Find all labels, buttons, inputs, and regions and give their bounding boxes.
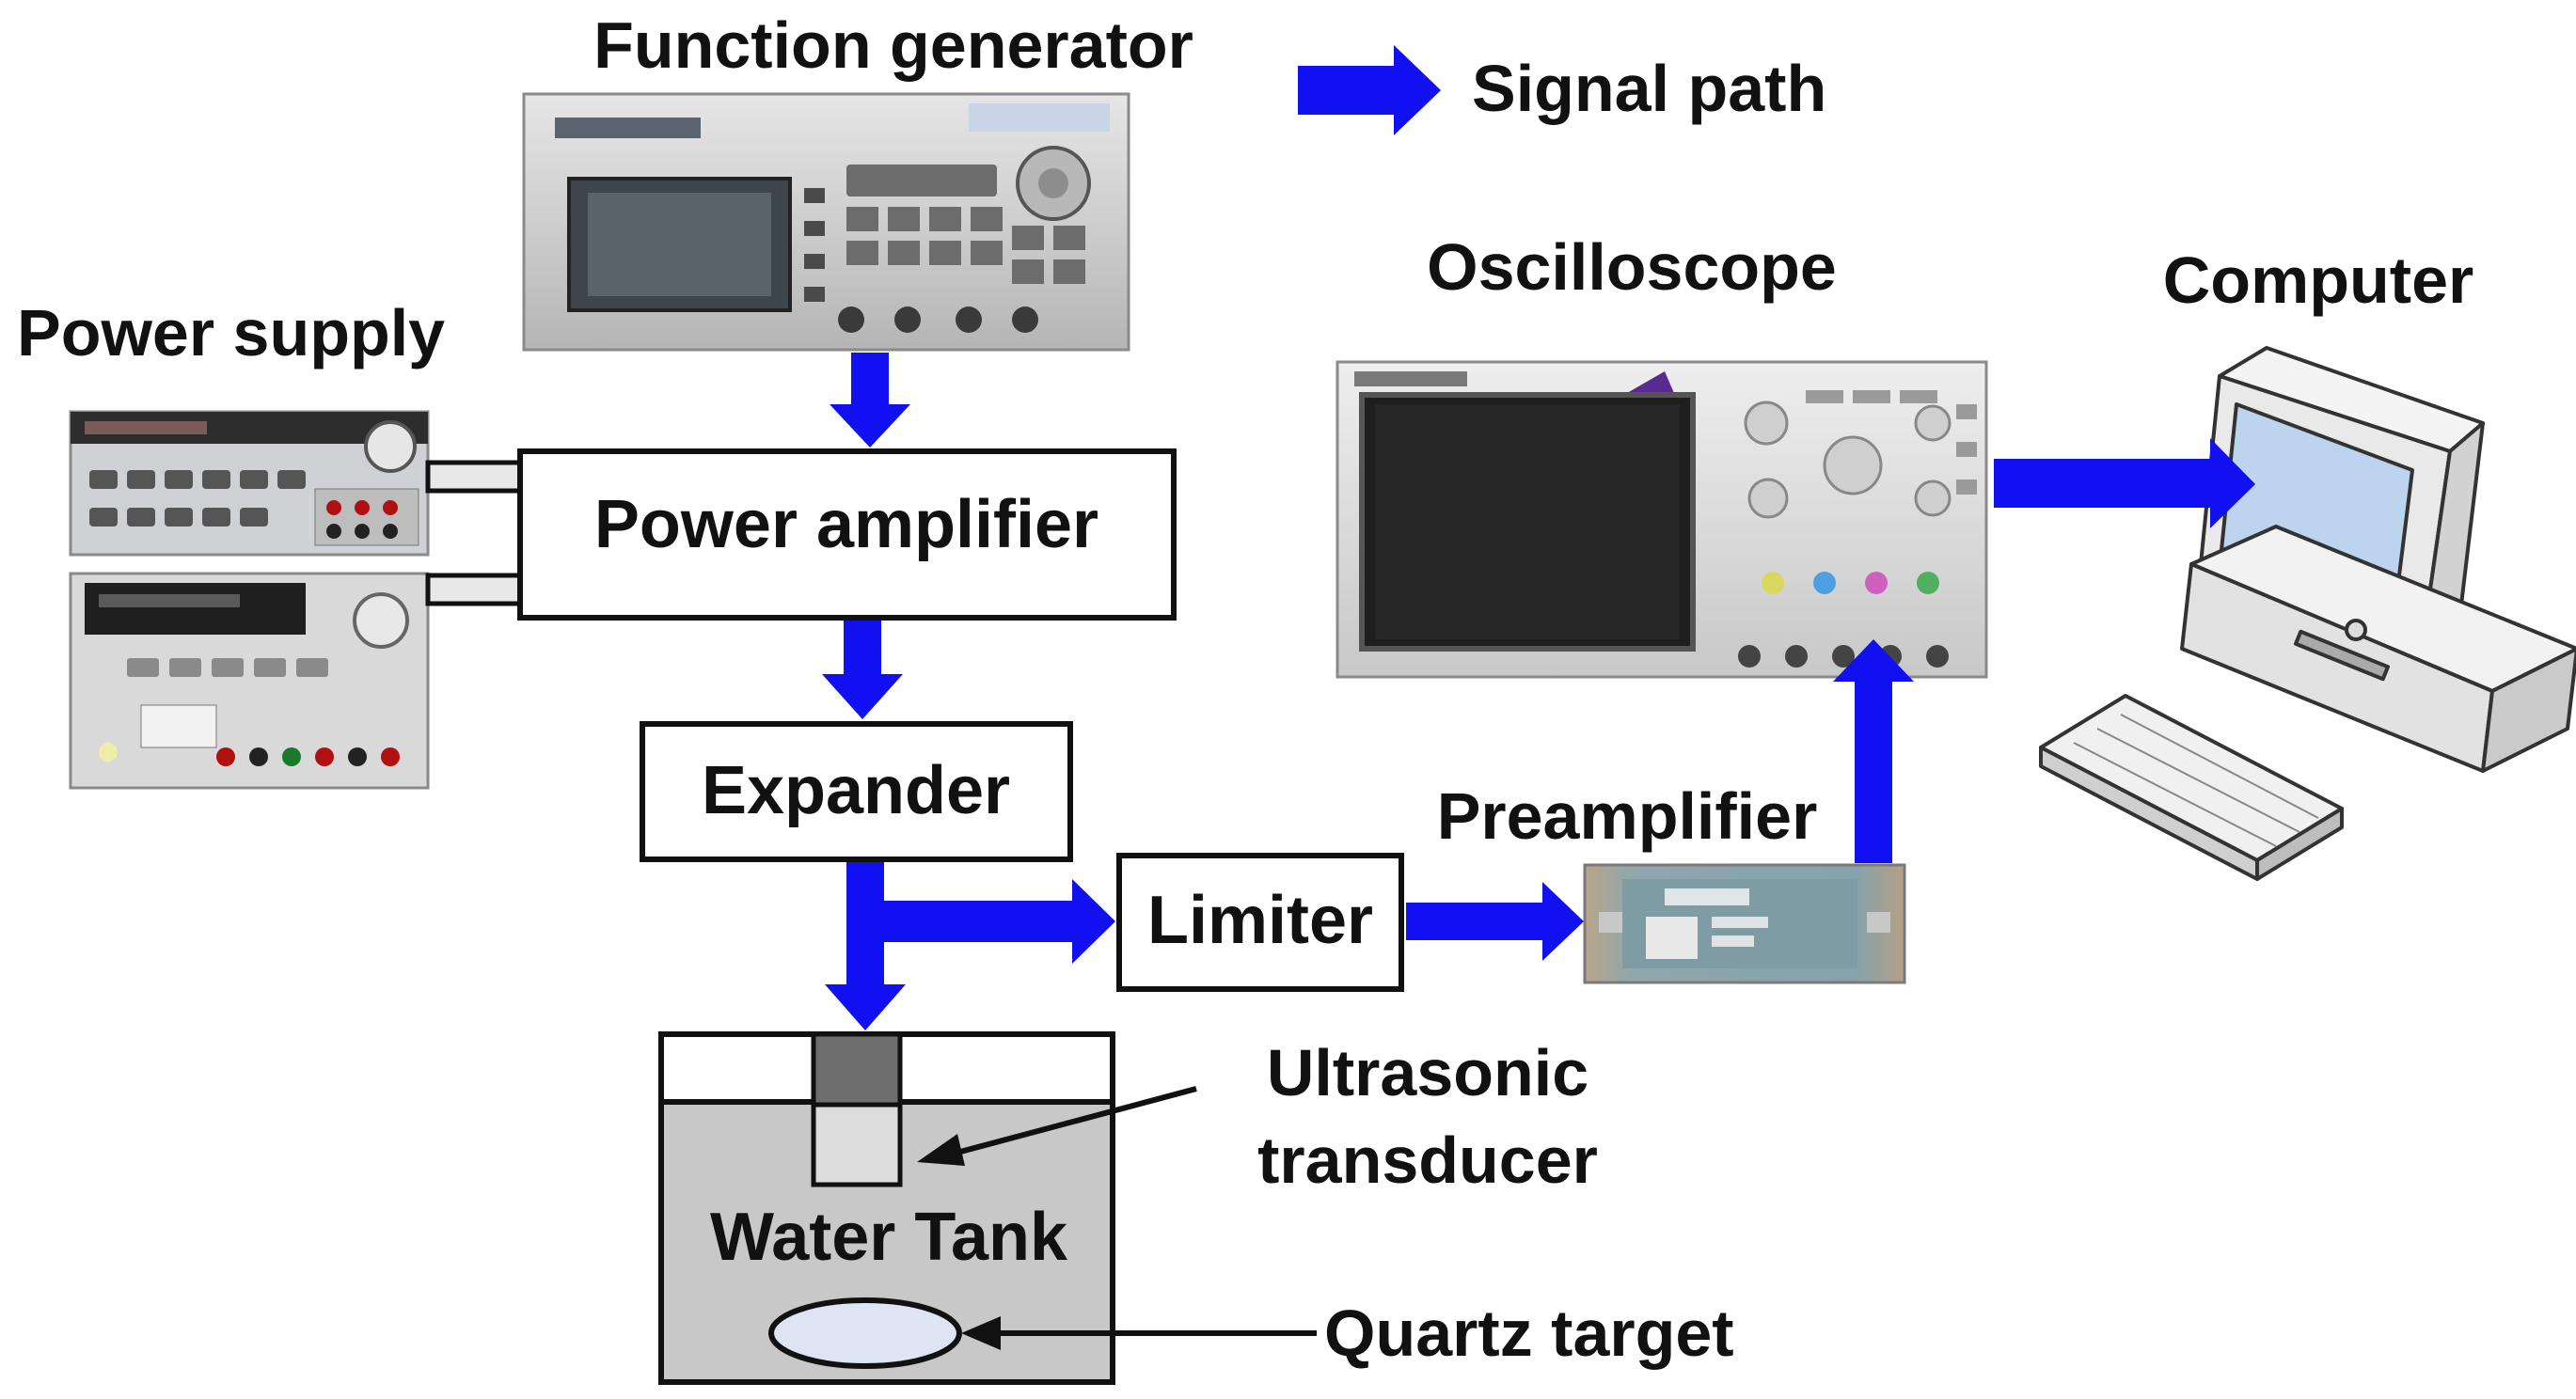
preamplifier-label: Preamplifier (1437, 779, 1818, 853)
pointer-arrows (917, 1086, 1317, 1350)
arrow-expander-to-tank (825, 862, 906, 1030)
computer-label: Computer (2163, 244, 2474, 317)
computer-icon (2039, 346, 2576, 881)
arrow-fg-to-amplifier (830, 353, 910, 448)
preamplifier-photo (1583, 863, 1906, 984)
water-tank: Water Tank (658, 1031, 1115, 1385)
water-tank-label: Water Tank (710, 1200, 1068, 1275)
signal-path-label: Signal path (1472, 52, 1826, 125)
function-generator-label: Function generator (593, 8, 1193, 82)
transducer-top (811, 1031, 903, 1108)
oscilloscope-photo (1335, 360, 1988, 679)
arrow-oscilloscope-to-computer (1994, 438, 2255, 528)
signal-path-legend-arrow (1298, 45, 1441, 135)
limiter-box: Limiter (1116, 853, 1404, 992)
power-amplifier-label: Power amplifier (594, 487, 1098, 562)
oscilloscope-label: Oscilloscope (1427, 230, 1837, 304)
quartz-target (768, 1297, 962, 1369)
arrow-preamplifier-to-oscilloscope (1833, 639, 1914, 863)
expander-box: Expander (640, 721, 1073, 862)
power-amplifier-box: Power amplifier (517, 448, 1177, 621)
arrow-expander-to-limiter (884, 879, 1115, 964)
transducer-element (811, 1102, 903, 1187)
power-supply-photo (69, 410, 430, 790)
arrow-limiter-to-preamplifier (1406, 882, 1584, 961)
power-supply-connectors (425, 460, 525, 606)
function-generator-photo (522, 92, 1130, 352)
ultrasonic-label: Ultrasonic (1267, 1036, 1588, 1109)
limiter-label: Limiter (1147, 883, 1373, 958)
expander-label: Expander (702, 753, 1010, 828)
signal-arrows (822, 353, 2255, 1030)
arrow-amplifier-to-expander (822, 621, 903, 719)
quartz-target-label: Quartz target (1324, 1297, 1734, 1370)
power-supply-label: Power supply (17, 296, 445, 369)
transducer-label: transducer (1257, 1124, 1598, 1197)
